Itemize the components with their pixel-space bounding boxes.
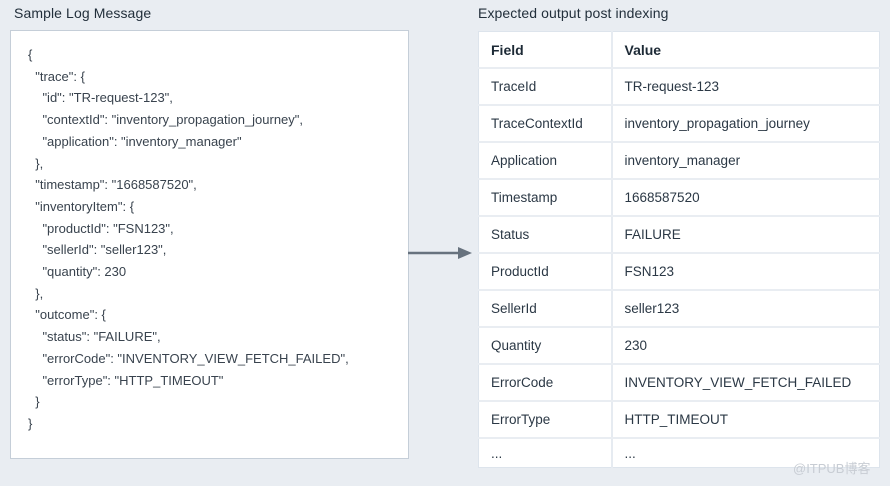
value-cell: INVENTORY_VIEW_FETCH_FAILED [611, 364, 880, 402]
table-row: TraceContextId inventory_propagation_jou… [478, 105, 880, 143]
table-row: ... ... [478, 438, 880, 468]
table-row: SellerId seller123 [478, 290, 880, 328]
value-column-header: Value [611, 31, 880, 69]
left-panel-title: Sample Log Message [14, 5, 152, 21]
value-cell: TR-request-123 [611, 68, 880, 106]
table-row: Quantity 230 [478, 327, 880, 365]
right-arrow-icon [408, 245, 472, 261]
field-column-header: Field [478, 31, 613, 69]
table-row: Status FAILURE [478, 216, 880, 254]
field-cell: ErrorCode [478, 364, 613, 402]
sample-log-json: { "trace": { "id": "TR-request-123", "co… [28, 47, 349, 431]
value-cell: inventory_manager [611, 142, 880, 180]
table-row: ErrorCode INVENTORY_VIEW_FETCH_FAILED [478, 364, 880, 402]
field-cell: Status [478, 216, 613, 254]
value-cell: 230 [611, 327, 880, 365]
table-row: Timestamp 1668587520 [478, 179, 880, 217]
value-cell: 1668587520 [611, 179, 880, 217]
table-row: ProductId FSN123 [478, 253, 880, 291]
field-cell: ProductId [478, 253, 613, 291]
value-cell: ... [624, 445, 636, 461]
table-row: ErrorType HTTP_TIMEOUT [478, 401, 880, 439]
field-cell: Quantity [478, 327, 613, 365]
field-cell: Timestamp [478, 179, 613, 217]
table-row: TraceId TR-request-123 [478, 68, 880, 106]
value-cell: FSN123 [611, 253, 880, 291]
value-cell: seller123 [611, 290, 880, 328]
field-cell: TraceId [478, 68, 613, 106]
field-cell: Application [478, 142, 613, 180]
value-cell: HTTP_TIMEOUT [611, 401, 880, 439]
field-cell: TraceContextId [478, 105, 613, 143]
value-cell: inventory_propagation_journey [611, 105, 880, 143]
field-cell: SellerId [478, 290, 613, 328]
value-cell: FAILURE [611, 216, 880, 254]
indexed-output-table: Field Value TraceId TR-request-123 Trace… [478, 31, 880, 468]
right-panel-title: Expected output post indexing [478, 5, 669, 21]
watermark: @ITPUB博客 [793, 461, 871, 476]
field-cell: ... [478, 438, 613, 468]
field-cell: ErrorType [478, 401, 613, 439]
table-row: Application inventory_manager [478, 142, 880, 180]
sample-log-code-box: { "trace": { "id": "TR-request-123", "co… [10, 30, 409, 459]
table-header-row: Field Value [478, 31, 880, 69]
